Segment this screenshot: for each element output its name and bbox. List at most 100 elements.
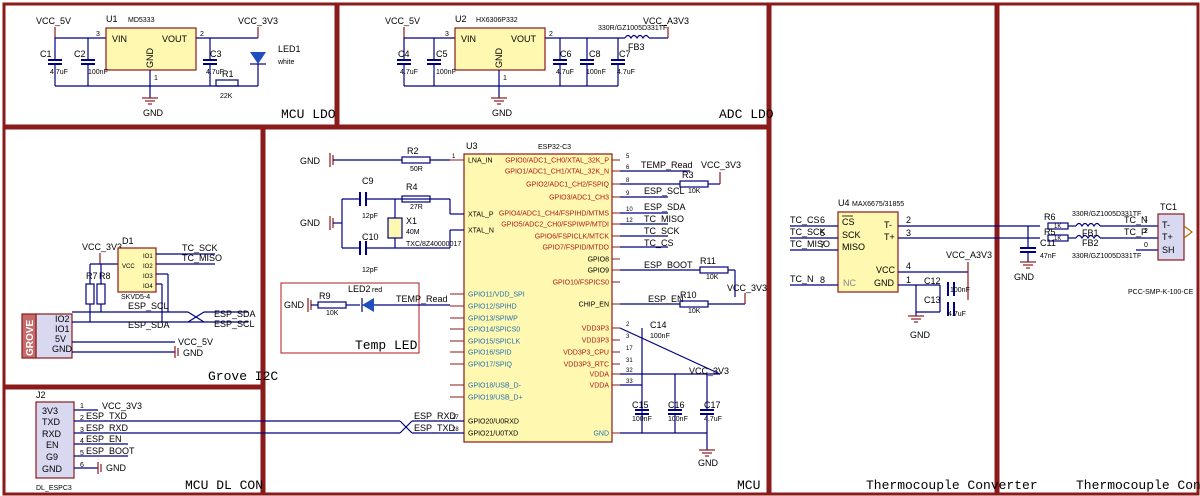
grove-pin-gnd: GND [52, 344, 73, 354]
u1-ref: U1 [106, 14, 118, 24]
net-esp-rxd-u3: ESP_RXD [414, 411, 457, 421]
r2-value: 50R [410, 166, 423, 173]
r10-value: 10K [688, 308, 701, 315]
fb3-value: 330R/GZ1005D331TF [598, 25, 667, 32]
c5-value: 100nF [436, 69, 456, 76]
net-vcca3v3-u2: VCC_A3V3 [643, 16, 689, 26]
u1-gnd-label: GND [145, 48, 155, 69]
j2-ref: J2 [36, 390, 46, 400]
r5-ref: R5 [1044, 227, 1056, 237]
u3-left-pin-label: GPIO14/SPICS0 [468, 327, 520, 334]
u4-vcc-label: VCC [876, 265, 896, 275]
net-esp-scl-grove: ESP_SCL [128, 301, 169, 311]
u4-pin-gnd: 1 [906, 275, 911, 285]
frame-mcu-ldo [2, 2, 338, 128]
c15-ref: C15 [632, 400, 649, 410]
c11-ref: C11 [1040, 238, 1056, 248]
net-esp-en-u3: ESP_EN [648, 294, 684, 304]
frame-mcu [262, 126, 770, 496]
u3-left-pin-label: GPIO17/SPIQ [468, 362, 513, 369]
net-esp-sda-grove: ESP_SDA [128, 320, 170, 330]
net-esp-boot-j2: ESP_BOOT [86, 446, 135, 456]
r2-ref: R2 [407, 146, 419, 156]
c13-ref: C13 [924, 295, 941, 305]
net-tc-cs-u3: TC_CS [644, 238, 674, 248]
r11-value: 10K [706, 274, 719, 281]
u3-left-pin-label: GPIO20/U0RXD [468, 419, 519, 426]
u4-tminus-label: T- [884, 220, 892, 230]
net-tc-miso-u3: TC_MISO [644, 214, 684, 224]
j2-label-3v3: 3V3 [42, 406, 58, 416]
adc-ldo-block: VCC_5V U2 HX6306P332 VIN VOUT GND 3 2 1 … [385, 14, 689, 118]
u1-vout-label: VOUT [162, 34, 188, 44]
u3-right-pin-label: GPIO0/ADC1_CH0/XTAL_32K_P [505, 158, 609, 165]
u1-pin-out: 2 [200, 31, 204, 38]
c9-value: 12pF [362, 213, 378, 220]
u2-ref: U2 [455, 14, 467, 24]
section-title-tc-converter: Thermocouple Converter [866, 478, 1038, 493]
u3-left-pin-number: 1 [452, 154, 456, 160]
u3-left-pin-number: 27 [452, 415, 459, 421]
u2-pin-out: 2 [549, 31, 553, 38]
u3-right-pin-label: CHIP_EN [579, 302, 609, 309]
r1-ref: R1 [222, 69, 234, 79]
net-vcc5v-u2: VCC_5V [385, 16, 420, 26]
temp-led-title: Temp LED [355, 338, 418, 353]
u4-pin-sck: 5 [820, 228, 825, 238]
tc1-label-tminus: T- [1162, 220, 1170, 230]
mcu-ldo-block: VCC_5V U1 MD5333 VIN VOUT GND 3 2 1 VCC_… [36, 14, 301, 118]
gnd-u2: GND [492, 108, 513, 118]
c17-value: 4.7uF [704, 416, 722, 423]
grove-connector [35, 313, 73, 359]
fb1-ref: FB1 [1082, 228, 1099, 238]
c12-ref: C12 [924, 276, 941, 286]
u3-right-pin-label: VDD3P3 [582, 338, 609, 345]
u4-tplus-label: T+ [884, 232, 895, 242]
u3-right-pin-label: VDDA [590, 372, 610, 379]
net-esp-boot-u3: ESP_BOOT [644, 260, 693, 270]
net-vcc3v3-u1: VCC_3V3 [238, 16, 278, 26]
net-tc-miso-grove: TC_MISO [182, 253, 222, 263]
net-tc-miso-u4: TC_MISO [790, 239, 830, 249]
d1-pin-vcc: VCC [122, 264, 135, 270]
net-esp-txd-j2: ESP_TXD [86, 411, 128, 421]
u4-pin-tm: 2 [906, 215, 911, 225]
u4-ref: U4 [838, 198, 850, 208]
u1-ldo-chip [105, 27, 197, 71]
u3-right-pin-number: 5 [626, 154, 630, 160]
u3-right-pin-number: 8 [626, 178, 630, 184]
c11-value: 47nF [1040, 253, 1056, 260]
led2-value: red [372, 287, 382, 294]
r6-ref: R6 [1044, 212, 1056, 222]
u3-left-pin-label: LNA_IN [468, 158, 493, 165]
fb2-ref: FB2 [1082, 238, 1099, 248]
r10-ref: R10 [680, 290, 697, 300]
c7-value: 4.7uF [617, 69, 635, 76]
j2-label-g9: G9 [46, 452, 58, 462]
frame-tc-con [996, 2, 1200, 496]
c6-value: 4.7uF [556, 69, 574, 76]
u1-pin-in: 3 [96, 31, 100, 38]
c3-ref: C3 [210, 49, 222, 59]
j2-pin4: 4 [80, 438, 84, 445]
grove-conn-title: GROVE [25, 320, 36, 356]
tc1-pin1: 1 [1144, 216, 1148, 223]
u3-right-pin-label: GPIO8 [588, 257, 610, 264]
u2-vout-label: VOUT [511, 34, 537, 44]
section-title-tc-con: Thermocouple Con [1076, 478, 1200, 493]
net-vcc5v-u1: VCC_5V [36, 16, 71, 26]
c2-value: 100nF [88, 69, 108, 76]
c3-value: 4.7uF [206, 69, 224, 76]
u2-ldo-chip [454, 27, 546, 71]
x1-value: 40M [406, 229, 420, 236]
c6-ref: C6 [560, 49, 572, 59]
u3-right-pin-label: VDD3P3_CPU [563, 350, 609, 357]
c14-ref: C14 [650, 320, 667, 330]
u3-left-pin-label: XTAL_N [468, 228, 494, 235]
r4-value: 27R [410, 204, 423, 211]
gnd-tc: GND [1014, 272, 1035, 282]
u3-right-pin-label: GPIO1/ADC1_CH1/XTAL_32K_N [505, 169, 609, 176]
u4-miso-label: MISO [842, 242, 865, 252]
net-vcc3v3-r3: VCC_3V3 [701, 160, 741, 170]
u3-left-pin-label: GPIO18/USB_D- [468, 383, 522, 390]
